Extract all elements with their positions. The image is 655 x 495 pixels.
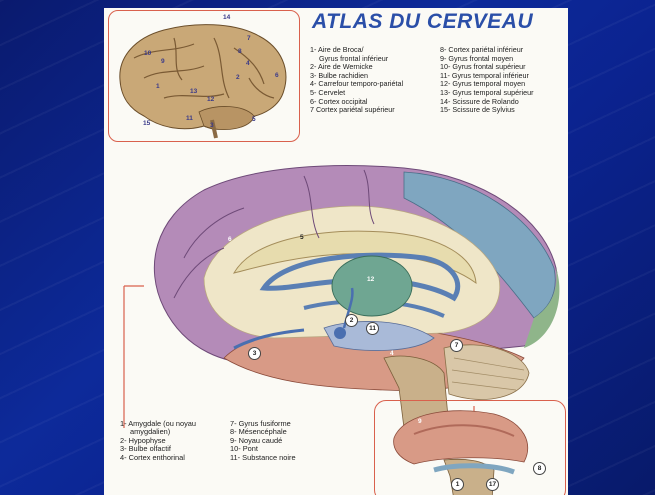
marker-label: 3 <box>248 347 261 360</box>
marker-label: 12 <box>367 276 374 283</box>
legend-bottom-col2: 7- Gyrus fusiforme 8- Mésencéphale 9- No… <box>230 420 340 462</box>
marker-label: 11 <box>366 322 379 335</box>
marker-label: 8 <box>533 462 546 475</box>
legend-top-col2: 8- Cortex pariétal inférieur 9- Gyrus fr… <box>440 46 568 115</box>
marker-label: 1 <box>156 83 160 90</box>
inset-brainstem-illustration <box>374 400 564 495</box>
marker-label: 8 <box>238 48 242 55</box>
legend-item: 11- Substance noire <box>230 454 340 462</box>
marker-label: 7 <box>450 339 463 352</box>
marker-label: 14 <box>223 14 230 21</box>
legend-item: 15- Scissure de Sylvius <box>440 106 568 115</box>
legend-bottom-col1: 1- Amygdale (ou noyau amygdalien) 2- Hyp… <box>120 420 230 462</box>
marker-label: 2 <box>236 74 240 81</box>
marker-label: 15 <box>143 120 150 127</box>
marker-label: 3 <box>210 122 214 129</box>
legend-top-col1: 1- Aire de Broca/ Gyrus frontal inférieu… <box>310 46 438 115</box>
marker-label: 9 <box>418 418 422 425</box>
marker-label: 10 <box>144 50 151 57</box>
marker-label: 5 <box>252 116 256 123</box>
legend-item: 4- Cortex enthorinal <box>120 454 230 462</box>
sagittal-brain-illustration <box>104 158 568 428</box>
marker-label: 13 <box>190 88 197 95</box>
marker-label: 12 <box>207 96 214 103</box>
marker-label: 2 <box>345 314 358 327</box>
marker-label: 9 <box>161 58 165 65</box>
marker-label: 6 <box>275 72 279 79</box>
marker-label: 7 <box>247 35 251 42</box>
marker-label: 4 <box>390 350 394 357</box>
page-title: ATLAS DU CERVEAU <box>312 10 533 34</box>
atlas-page: ATLAS DU CERVEAU 14 7 10 9 8 4 6 1 2 13 … <box>104 8 568 495</box>
marker-label: 6 <box>228 236 232 243</box>
marker-label: 5 <box>300 234 304 241</box>
lateral-brain-illustration <box>104 8 304 148</box>
marker-label: 4 <box>246 60 250 67</box>
marker-label: 1 <box>451 478 464 491</box>
marker-label: 17 <box>486 478 499 491</box>
legend-item: 7 Cortex pariétal supérieur <box>310 106 438 115</box>
marker-label: 11 <box>186 115 193 122</box>
